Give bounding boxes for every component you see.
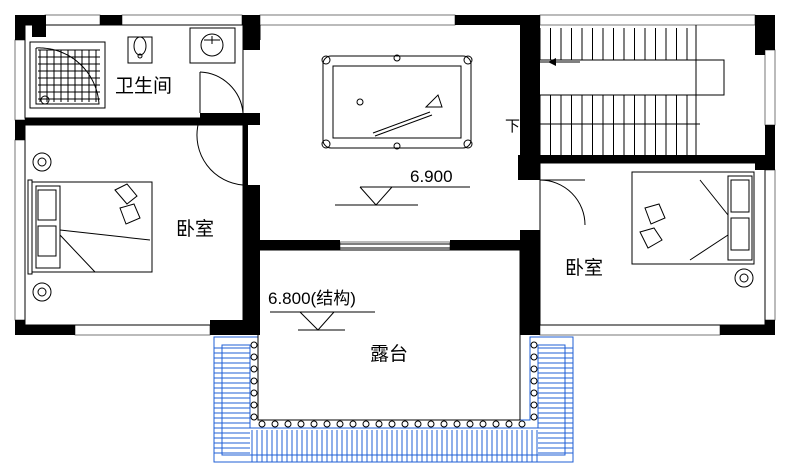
left-railing-hatch xyxy=(214,347,250,454)
washbasin-icon xyxy=(189,27,236,64)
stair-direction-label: 下 xyxy=(505,117,520,135)
door-swings xyxy=(196,71,586,249)
bathroom-label: 卫生间 xyxy=(115,75,172,97)
terrace-railing-hatch xyxy=(213,336,574,463)
bottom-railing-hatch xyxy=(251,430,538,462)
level-marker-hall xyxy=(335,186,470,206)
terrace-level-text: 6.800(结构) xyxy=(268,289,356,308)
staircase xyxy=(522,25,725,155)
plant-icon xyxy=(32,152,754,302)
bathtub-icon xyxy=(29,41,106,109)
walls xyxy=(15,15,775,335)
terrace-balusters xyxy=(250,341,538,428)
billiard-table-icon xyxy=(321,54,473,150)
wall-outlines xyxy=(24,24,766,421)
level-marker-terrace xyxy=(270,311,375,331)
right-railing-hatch xyxy=(538,347,573,454)
double-bed-icon xyxy=(27,179,153,275)
bedroom-right-label: 卧室 xyxy=(565,257,603,279)
bedroom-left-label: 卧室 xyxy=(176,218,214,240)
double-bed-icon-right xyxy=(631,171,755,265)
squat-toilet-icon xyxy=(127,36,153,64)
terrace-label: 露台 xyxy=(370,343,408,365)
windows xyxy=(14,14,776,336)
stair-arrow-icon xyxy=(524,58,560,124)
hall-level-text: 6.900 xyxy=(410,167,453,186)
